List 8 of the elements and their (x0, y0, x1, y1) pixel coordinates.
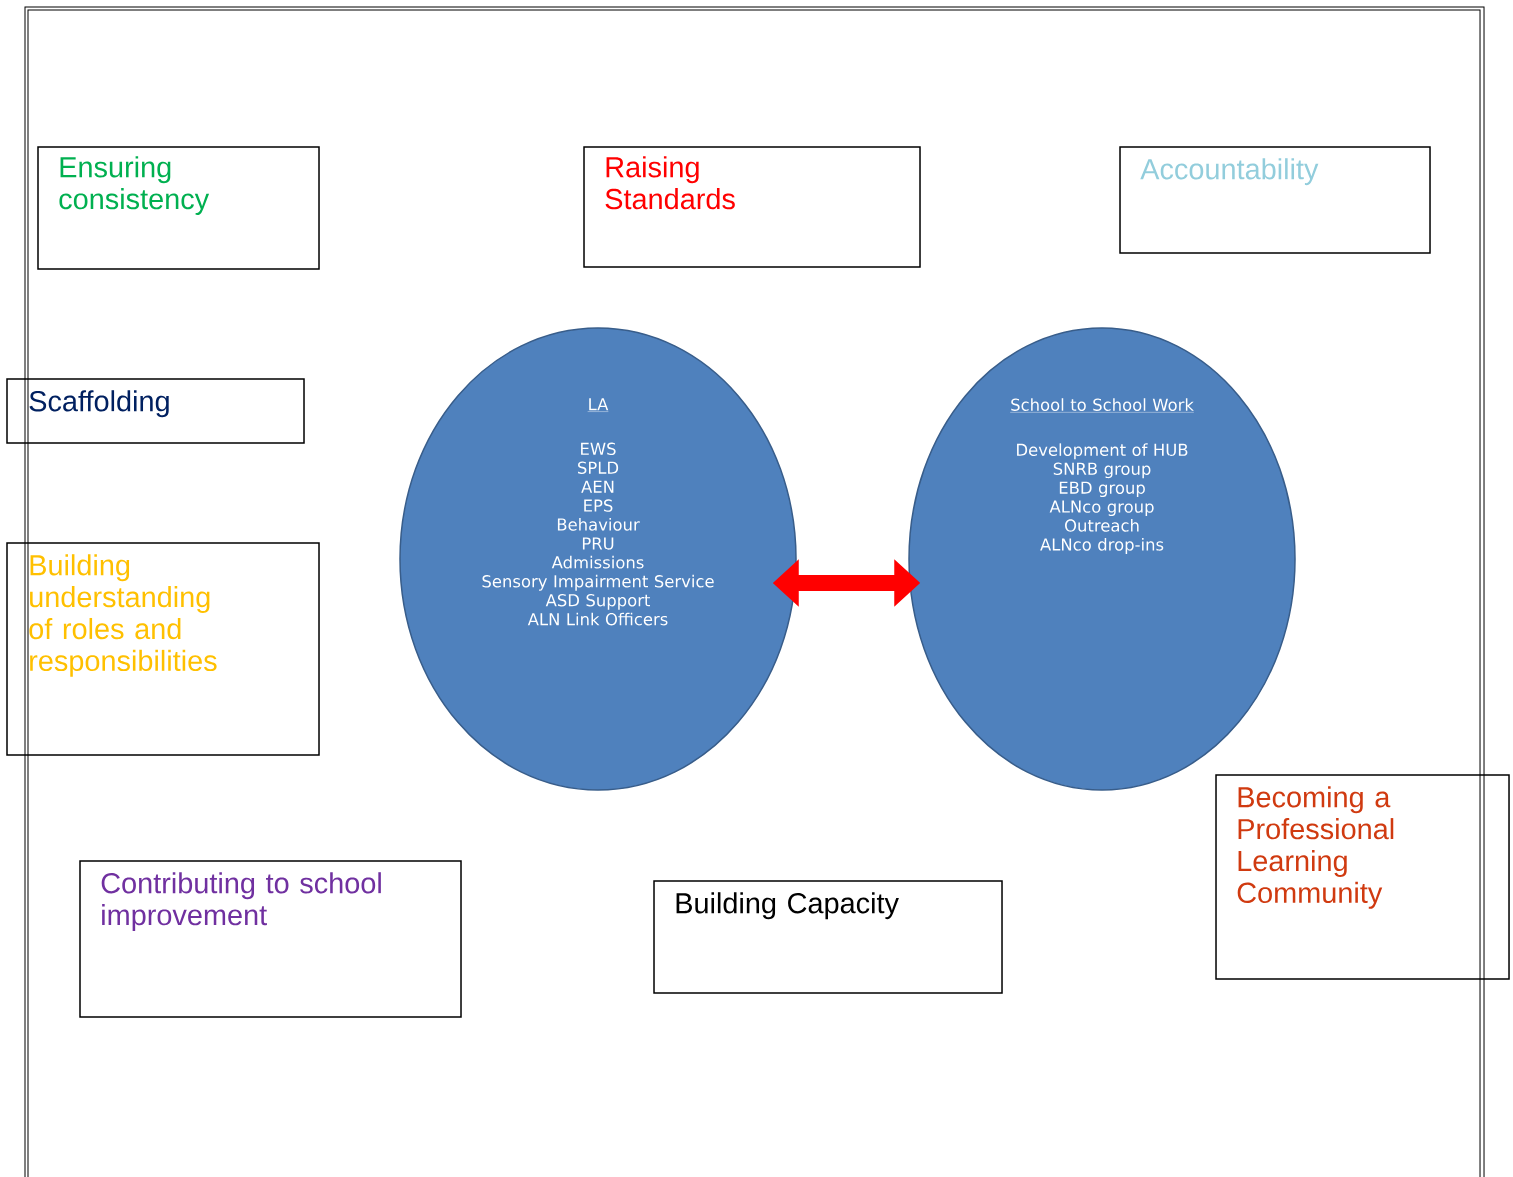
text-box: Accountability (1119, 146, 1431, 254)
text-box: Scaffolding (6, 378, 305, 444)
text-box: Raising Standards (583, 146, 921, 268)
text-box: Building Capacity (653, 880, 1003, 994)
text-box: Contributing to school improvement (79, 860, 462, 1018)
text-box: Becoming a Professional Learning Community (1215, 774, 1510, 980)
text-box: Building understanding of roles and responsibilities (6, 542, 320, 756)
text-box: Ensuring consistency (37, 146, 320, 270)
